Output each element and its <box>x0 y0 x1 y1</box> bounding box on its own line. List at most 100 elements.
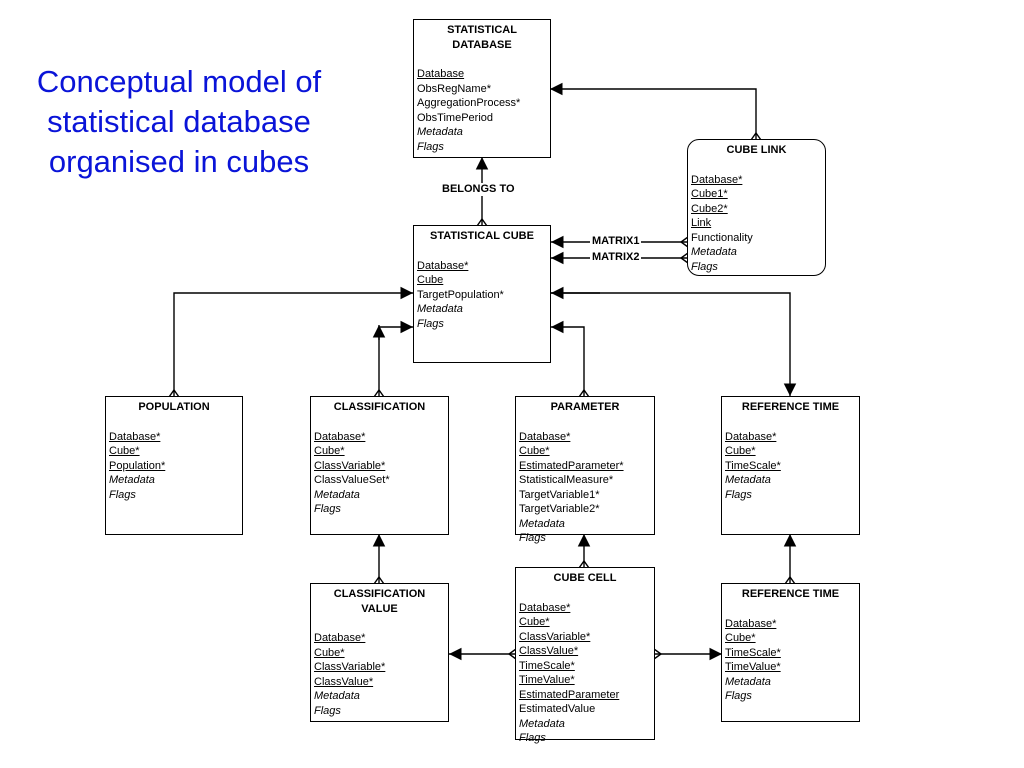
entity-classification: CLASSIFICATION Database* Cube* ClassVariabl… <box>310 396 449 535</box>
entity-field: Metadata <box>725 675 771 688</box>
entity-field: TimeScale* <box>725 459 781 472</box>
entity-field: AggregationProcess* <box>417 97 521 109</box>
entity-field: Flags <box>314 704 341 717</box>
entity-field: Metadata <box>417 303 463 315</box>
crowfoot-classvalue <box>373 575 385 585</box>
entity-field: EstimatedValue <box>519 703 596 715</box>
entity-field: ClassVariable* <box>314 459 386 472</box>
crowfoot-cubecell-top <box>578 559 590 569</box>
entity-field: ClassVariable* <box>519 630 591 643</box>
entity-field: Metadata <box>314 488 360 501</box>
crowfoot-cubecell-left <box>507 648 517 660</box>
entity-field: Flags <box>691 260 718 273</box>
entity-parameter: PARAMETER Database* Cube* EstimatedParamete… <box>515 396 655 544</box>
link-population-cube <box>173 286 413 397</box>
entity-field: Metadata <box>417 126 463 138</box>
crowfoot-matrix1 <box>679 236 689 248</box>
entity-field: ClassVariable* <box>314 661 386 673</box>
entity-field: EstimatedParameter* <box>519 459 624 472</box>
entity-header: CUBE CELL <box>553 572 617 584</box>
entity-field: Flags <box>109 488 136 501</box>
entity-header: STATISTICAL DATABASE <box>447 24 517 51</box>
entity-field: Database* <box>519 601 571 614</box>
entity-field: Flags <box>314 503 341 515</box>
entity-field: ClassValueSet* <box>314 474 390 486</box>
entity-field: Metadata <box>691 246 737 258</box>
entity-field: Database* <box>691 173 743 186</box>
entity-field: Link <box>691 217 712 229</box>
entity-header: REFERENCE TIME <box>741 401 840 413</box>
entity-field: Flags <box>417 140 444 153</box>
crowfoot-population <box>168 388 180 398</box>
entity-field: TimeScale* <box>725 646 781 659</box>
entity-field: TargetPopulation* <box>417 288 504 301</box>
entity-field: ClassValue* <box>519 645 579 657</box>
entity-field: Database* <box>519 430 571 443</box>
entity-field: Metadata <box>314 690 360 702</box>
entity-field: Cube1* <box>691 188 728 200</box>
crowfoot-parameter <box>578 388 590 398</box>
entity-field: Cube2* <box>691 202 728 215</box>
entity-header: POPULATION <box>138 401 210 413</box>
entity-field: Database* <box>314 430 366 443</box>
entity-field: TargetVariable2* <box>519 503 600 515</box>
crowfoot-classification <box>373 388 385 398</box>
label-matrix1: MATRIX1 <box>590 235 642 248</box>
entity-field: Cube* <box>725 445 756 457</box>
link-classification-cube <box>378 320 413 397</box>
entity-field: Database* <box>725 617 777 630</box>
entity-header: CUBE LINK <box>726 144 787 156</box>
entity-field: Cube* <box>314 445 345 457</box>
entity-field: ObsTimePeriod <box>417 111 494 124</box>
entity-field: Cube* <box>725 632 756 644</box>
crowfoot-cube-top <box>476 217 488 227</box>
page-title: Conceptual model of statistical database… <box>36 64 322 179</box>
entity-field: Cube* <box>519 445 550 457</box>
entity-field: Metadata <box>519 517 565 530</box>
entity-header: CLASSIFICATION <box>333 401 426 413</box>
entity-field: Database* <box>417 259 469 272</box>
label-matrix2: MATRIX2 <box>590 251 642 264</box>
entity-field: Metadata <box>109 474 155 486</box>
entity-field: Flags <box>417 317 444 330</box>
entity-field: Population* <box>109 459 166 472</box>
entity-field: Flags <box>725 488 752 501</box>
entity-classification-value: CLASSIFICATION VALUE Database* Cube* ClassV… <box>310 583 449 722</box>
entity-field: Database <box>417 68 465 80</box>
entity-field: Flags <box>519 532 546 544</box>
entity-field: TimeScale* <box>519 659 575 672</box>
entity-field: TargetVariable1* <box>519 488 600 501</box>
entity-field: ObsRegName* <box>417 82 491 95</box>
entity-field: Cube* <box>519 616 550 628</box>
entity-field: Flags <box>519 732 546 744</box>
crowfoot-matrix2 <box>679 252 689 264</box>
entity-header: CLASSIFICATION VALUE <box>333 588 426 615</box>
entity-field: StatisticalMeasure* <box>519 474 614 486</box>
label-belongs-to: BELONGS TO <box>440 183 517 196</box>
entity-field: Flags <box>725 690 752 702</box>
link-cubelink-database <box>550 82 757 140</box>
entity-header: PARAMETER <box>550 401 620 413</box>
entity-field: Database* <box>109 430 161 443</box>
crowfoot-reftime2 <box>784 575 796 585</box>
link-parameter-cube <box>551 320 585 397</box>
entity-field: Database* <box>314 632 366 644</box>
entity-header: STATISTICAL CUBE <box>430 230 534 242</box>
entity-field: EstimatedParameter <box>519 688 620 701</box>
entity-field: Metadata <box>519 717 565 730</box>
entity-field: Functionality <box>691 231 753 244</box>
entity-field: Cube* <box>314 646 345 659</box>
entity-field: TimeValue* <box>519 674 575 686</box>
entity-field: Cube* <box>109 445 140 457</box>
entity-population: POPULATION Database* Cube* Population* Metad… <box>105 396 243 535</box>
entity-header: REFERENCE TIME <box>741 588 840 600</box>
entity-field: ClassValue* <box>314 675 374 688</box>
entity-field: Metadata <box>725 474 771 486</box>
crowfoot-cubelink-top <box>750 131 762 141</box>
entity-cube-cell: CUBE CELL Database* Cube* ClassVariable* Cla… <box>515 567 655 744</box>
